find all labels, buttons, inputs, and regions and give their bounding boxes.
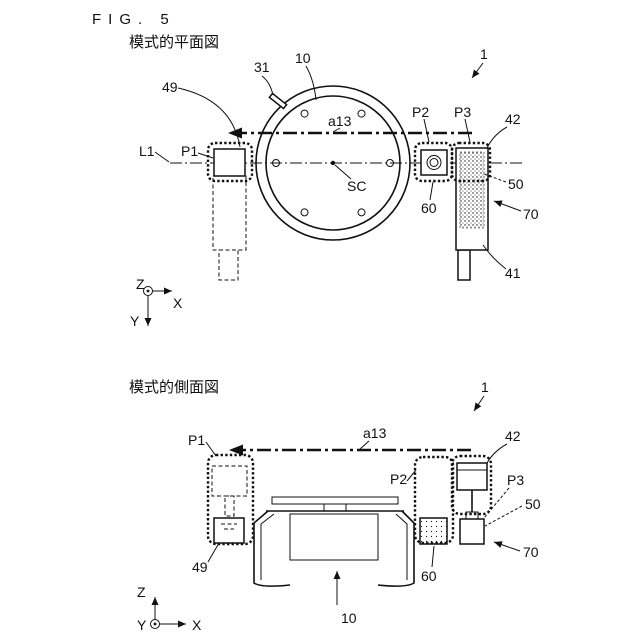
plan-unit-49-body — [214, 149, 245, 176]
side-table-right-outer — [378, 511, 414, 586]
side-view: 模式的側面図 1 a13 P1 49 1 — [129, 379, 541, 633]
side-axis-z-label: Z — [137, 584, 146, 600]
side-ref-42-leader — [487, 444, 507, 463]
plan-ref-70-label: 70 — [523, 206, 539, 222]
side-axis-x-label: X — [192, 617, 202, 633]
plan-axis-z-dot — [147, 290, 150, 293]
plan-ref-70-arrow — [494, 201, 521, 211]
plan-ref-31-leader — [262, 76, 273, 95]
plan-ref-sc-label: SC — [347, 178, 366, 194]
side-ref-70-arrow — [494, 542, 520, 551]
plan-ref-1-arrow — [472, 63, 483, 78]
side-table-body — [290, 514, 378, 560]
plan-ref-50-label: 50 — [508, 176, 524, 192]
side-ref-10-label: 10 — [341, 610, 357, 626]
side-ref-p3-label: P3 — [507, 472, 524, 488]
plan-ref-p2-label: P2 — [412, 104, 429, 120]
plan-unit-60-body — [421, 150, 447, 175]
side-ref-p1-label: P1 — [188, 432, 205, 448]
plan-table-hole — [301, 110, 308, 117]
side-axis-y-label: Y — [137, 617, 147, 633]
side-table-right-inner — [396, 514, 407, 580]
plan-part-31 — [269, 93, 286, 108]
plan-view: 模式的平面図 1 L1 10 31 SC a13 — [129, 34, 539, 329]
plan-ref-49-label: 49 — [162, 79, 178, 95]
side-unit-49-stem — [225, 496, 234, 516]
figure-label: FIG. 5 — [92, 11, 176, 28]
plan-table-center-point — [331, 161, 335, 165]
plan-ref-42-leader — [487, 127, 507, 148]
plan-ref-p3-label: P3 — [454, 104, 471, 120]
side-view-title: 模式的側面図 — [129, 379, 219, 396]
plan-ref-p3-leader — [465, 119, 470, 142]
side-ref-70-label: 70 — [523, 544, 539, 560]
side-table-left-inner — [261, 514, 274, 580]
plan-ref-a13-label: a13 — [328, 113, 352, 129]
plan-ref-l1-label: L1 — [139, 143, 155, 159]
side-unit-49-upper — [212, 466, 247, 496]
side-ref-p3-leader — [484, 488, 509, 518]
plan-axis-y-label: Y — [130, 313, 140, 329]
plan-ref-42-label: 42 — [505, 111, 521, 127]
side-ref-49-label: 49 — [192, 559, 208, 575]
side-unit-49 — [208, 455, 253, 544]
plan-ref-10-label: 10 — [295, 50, 311, 66]
side-ref-a13-leader — [360, 441, 369, 449]
plan-ref-60-leader — [430, 182, 433, 200]
plan-unit-41-base — [458, 250, 470, 280]
plan-ref-49-leader — [178, 88, 240, 147]
plan-view-title: 模式的平面図 — [129, 34, 219, 51]
plan-axis-z-label: Z — [136, 276, 145, 292]
plan-unit-41 — [452, 143, 490, 280]
plan-table — [256, 86, 410, 240]
side-table-top-plate — [272, 497, 398, 504]
plan-unit-50-area — [460, 152, 484, 228]
side-unit-49-body — [214, 518, 244, 543]
plan-ref-31-label: 31 — [254, 59, 270, 75]
plan-ref-p1-label: P1 — [181, 143, 198, 159]
side-table-center-block — [324, 504, 346, 511]
side-ref-60-leader — [432, 546, 434, 567]
side-ref-42-label: 42 — [505, 428, 521, 444]
plan-axes: Z X Y — [130, 276, 183, 329]
side-axis-y-dot — [154, 623, 157, 626]
plan-ref-10-leader — [306, 66, 316, 100]
plan-ref-p2-leader — [424, 119, 429, 142]
side-ref-1-label: 1 — [481, 379, 489, 395]
side-unit-60-body — [420, 518, 447, 544]
side-ref-49-leader — [208, 543, 219, 562]
plan-ref-60-label: 60 — [421, 200, 437, 216]
side-ref-50-label: 50 — [525, 496, 541, 512]
side-unit-60 — [415, 457, 453, 544]
plan-unit-60 — [415, 143, 452, 181]
side-axes: Z Y X — [137, 584, 202, 633]
side-unit-50-body — [460, 519, 484, 544]
plan-unit-49-arm-upper — [213, 176, 246, 250]
side-table — [254, 497, 414, 586]
plan-ref-p1-leader — [198, 153, 213, 158]
plan-table-hole — [301, 209, 308, 216]
side-ref-p1-leader — [206, 442, 216, 456]
plan-ref-sc-leader — [335, 165, 351, 179]
plan-unit-49-arm-lower — [219, 250, 238, 280]
plan-ref-41-label: 41 — [505, 265, 521, 281]
side-ref-60-label: 60 — [421, 568, 437, 584]
side-unit-42 — [452, 456, 491, 544]
plan-ref-l1-leader — [155, 152, 169, 162]
plan-axis-x-label: X — [173, 295, 183, 311]
side-unit-42-body — [457, 463, 487, 490]
plan-table-hole — [358, 110, 365, 117]
side-ref-1-arrow — [474, 396, 484, 411]
side-table-left-outer — [254, 511, 290, 586]
plan-unit-49 — [208, 143, 252, 280]
side-ref-a13-label: a13 — [363, 425, 387, 441]
plan-ref-1-label: 1 — [480, 46, 488, 62]
plan-table-hole — [358, 209, 365, 216]
side-ref-p2-label: P2 — [390, 471, 407, 487]
